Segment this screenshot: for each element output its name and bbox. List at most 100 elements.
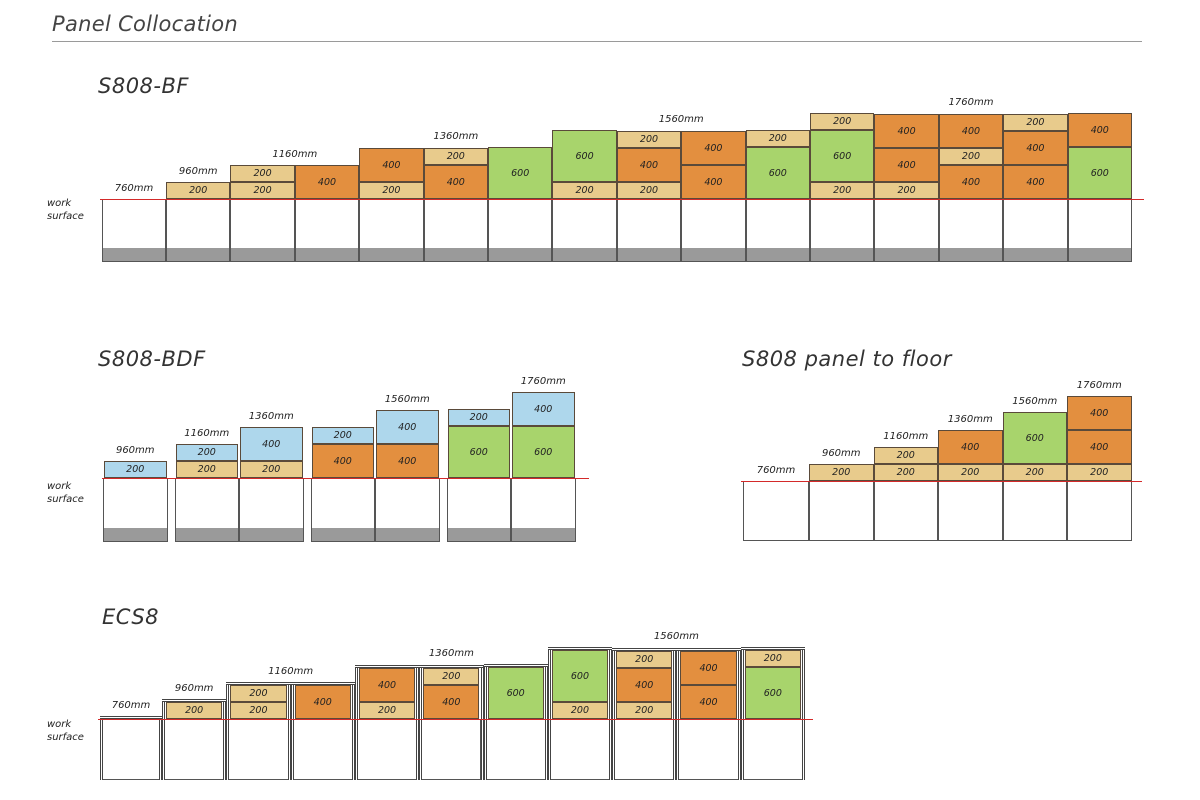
frame-post-left: [547, 647, 551, 780]
panel-segment-400: 400: [874, 114, 939, 148]
height-label: 1560mm: [384, 394, 430, 405]
panel-segment-600: 600: [512, 426, 575, 478]
height-label: 760mm: [756, 465, 796, 476]
base-foot: [939, 248, 1003, 261]
panel-segment-400: 400: [423, 165, 488, 199]
frame-post-right: [737, 648, 741, 780]
work-surface-line: [100, 199, 1144, 200]
frame-top-rail: [612, 648, 677, 651]
frame-post-left: [226, 682, 230, 780]
section-title-s808-floor: S808 panel to floor: [742, 347, 952, 371]
height-label: 1560mm: [658, 114, 704, 125]
panel-segment-400: 400: [294, 165, 360, 199]
base-panel: [294, 199, 360, 262]
frame-top-rail: [676, 648, 741, 651]
panel-segment-600: 600: [1067, 147, 1132, 199]
work-surface-label-line1: work: [47, 198, 72, 209]
panel-segment-200: 200: [423, 668, 480, 685]
base-panel: [681, 199, 746, 262]
panel-segment-200: 200: [230, 702, 287, 719]
height-label: 960mm: [821, 448, 861, 459]
frame-top-rail: [354, 665, 420, 668]
frame-top-rail: [226, 682, 291, 685]
frame-post-right: [802, 647, 805, 780]
panel-segment-200: 200: [810, 182, 875, 199]
panel-segment-200: 200: [616, 702, 673, 719]
base-foot: [746, 248, 809, 261]
base-foot: [811, 248, 874, 261]
base-foot: [231, 248, 294, 261]
base-panel: [239, 478, 304, 542]
blue-top-panel-400: 400: [376, 410, 439, 444]
frame-base: [678, 719, 739, 780]
panel-segment-200: 200: [358, 702, 416, 719]
base-foot: [103, 248, 165, 261]
work-surface-label-line2: surface: [47, 732, 84, 743]
base-foot: [447, 528, 510, 541]
base-panel: [1067, 199, 1132, 262]
panel-segment-400: 400: [680, 685, 737, 719]
panel-segment-200: 200: [230, 165, 295, 182]
frame-top-rail: [100, 716, 162, 719]
height-label: 1160mm: [268, 666, 314, 677]
blue-top-panel-200: 200: [311, 427, 374, 444]
panel-segment-400: 400: [358, 668, 416, 702]
height-label: 1360mm: [433, 131, 479, 142]
frame-top-rail: [483, 664, 548, 667]
frame-base: [356, 719, 418, 780]
panel-segment-200: 200: [551, 702, 609, 719]
frame-post-left: [419, 665, 423, 780]
work-surface-line: [102, 478, 589, 479]
panel-segment-200: 200: [616, 651, 673, 668]
base-panel: [1003, 199, 1068, 262]
floor-panel: [809, 481, 874, 541]
height-label: 1560mm: [1012, 396, 1058, 407]
base-panel: [745, 199, 810, 262]
frame-post-right: [480, 665, 484, 780]
height-label: 1760mm: [1076, 380, 1122, 391]
panel-segment-200: 200: [616, 131, 682, 148]
section-title-ecs8: ECS8: [102, 605, 160, 629]
frame-base: [742, 719, 803, 780]
panel-segment-600: 600: [745, 147, 810, 199]
base-panel: [102, 199, 166, 262]
panel-segment-400: 400: [681, 131, 746, 165]
panel-segment-200: 200: [423, 148, 488, 165]
height-label: 1160mm: [272, 149, 318, 160]
height-label: 1360mm: [248, 411, 294, 422]
panel-segment-200: 200: [552, 182, 617, 199]
frame-post-left: [676, 648, 680, 780]
floor-panel: [1002, 481, 1067, 541]
frame-post-right: [609, 647, 613, 780]
frame-post-left: [354, 665, 358, 780]
work-surface-label-line2: surface: [47, 494, 84, 505]
base-foot: [104, 528, 167, 541]
blue-top-panel-400: 400: [512, 392, 575, 426]
panel-segment-400: 400: [1067, 396, 1132, 430]
frame-base: [164, 719, 225, 780]
frame-base: [485, 719, 546, 780]
panel-segment-400: 400: [294, 685, 351, 719]
panel-segment-200: 200: [166, 182, 231, 199]
frame-top-rail: [547, 647, 613, 650]
panel-segment-200: 200: [745, 130, 810, 147]
height-label: 1760mm: [520, 376, 566, 387]
frame-top-rail: [162, 699, 227, 702]
page-title: Panel Collocation: [52, 12, 239, 36]
base-foot: [175, 528, 238, 541]
blue-top-panel-400: 400: [240, 427, 303, 461]
panel-segment-400: 400: [359, 148, 424, 182]
base-panel: [488, 199, 553, 262]
base-foot: [1004, 248, 1067, 261]
panel-segment-400: 400: [1003, 165, 1068, 199]
panel-segment-600: 600: [1002, 412, 1067, 464]
panel-segment-400: 400: [376, 444, 439, 478]
panel-segment-600: 600: [488, 147, 553, 199]
work-surface-label-line2: surface: [47, 211, 84, 222]
base-panel: [552, 199, 617, 262]
base-foot: [553, 248, 616, 261]
frame-top-rail: [419, 665, 484, 668]
floor-panel: [873, 481, 938, 541]
base-foot: [682, 248, 745, 261]
base-foot: [295, 248, 359, 261]
